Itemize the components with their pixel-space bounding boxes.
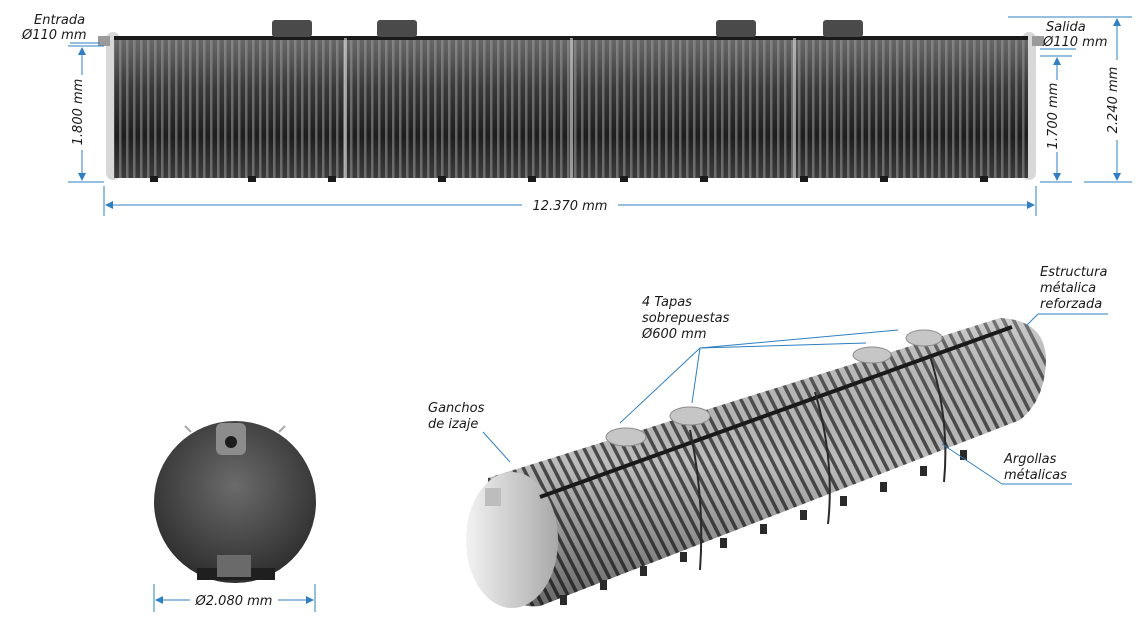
perspective-end-cap [466,472,558,608]
arrow-head [1053,57,1061,65]
end-view-hook [278,425,286,433]
covers-label-line3: Ø600 mm [641,327,707,342]
right-inner-height-label: 1.700 mm [1046,83,1061,150]
manhole-cover [716,20,756,37]
arrow-head [1053,173,1061,181]
covers-leader [699,329,899,349]
rings-label-line1: Argollas [1003,452,1057,467]
perspective-inlet [485,488,501,506]
diameter-label: Ø2.080 mm [195,594,273,609]
length-label: 12.370 mm [533,199,608,214]
segment-seam [929,355,947,483]
end-view: Ø2.080 mm [153,421,316,612]
structure-label-line1: Estructura [1040,265,1107,280]
segment-seam [570,38,573,178]
segment-seam [814,391,831,525]
inlet-label-line1: Entrada [34,13,85,28]
structure-label-line2: métalica [1040,281,1096,296]
structure-label-line3: reforzada [1040,297,1102,312]
outlet-label-line1: Salida [1046,20,1086,35]
manhole-cover [852,346,892,364]
hooks-leader [482,431,511,463]
outlet-pipe [1032,36,1044,46]
segment-seam [344,38,347,178]
rings-leader [941,443,1003,485]
structure-leader [1025,313,1039,327]
perspective-rings [560,450,967,605]
manhole-cover [272,20,312,37]
arrow-head [1027,201,1035,209]
side-view: Entrada Ø110 mm Salida Ø110 mm 1.800 mm … [21,13,1132,216]
arrow-head [155,596,163,604]
manhole-cover [377,20,417,37]
covers-leader [699,342,867,349]
arrow-head [1113,173,1121,181]
manhole-cover [605,427,647,447]
covers-leader [619,347,701,424]
end-view-bottom-fitting [217,555,251,577]
segment-seam [689,429,703,571]
inlet-label-line2: Ø110 mm [21,28,87,43]
outlet-label-line2: Ø110 mm [1042,35,1108,50]
covers-label-line2: sobrepuestas [642,311,730,326]
covers-label-line1: 4 Tapas [642,295,692,310]
support-feet [150,176,988,182]
end-view-shell [154,421,316,583]
rings-label-line2: métalicas [1004,468,1067,483]
covers-leader [691,347,701,404]
end-view-pipe-hole [225,436,237,448]
end-view-hook [184,425,192,433]
arrow-head [78,173,86,181]
perspective-top-rail [539,325,1013,499]
arrow-head [78,47,86,55]
left-height-label: 1.800 mm [71,79,86,146]
manhole-cover [823,20,863,37]
manhole-cover [669,406,711,426]
hooks-label-line1: Ganchos [428,401,485,416]
manhole-cover [905,329,943,347]
segment-seam [793,38,796,178]
hooks-label-line2: de izaje [428,417,478,432]
arrow-head [1113,18,1121,26]
perspective-view: Ganchos de izaje 4 Tapas sobrepuestas Ø6… [428,265,1108,608]
inlet-pipe [98,36,110,46]
perspective-tank-shade [486,318,1046,607]
arrow-head [306,596,314,604]
arrow-head [105,201,113,209]
right-total-height-label: 2.240 mm [1106,67,1121,134]
